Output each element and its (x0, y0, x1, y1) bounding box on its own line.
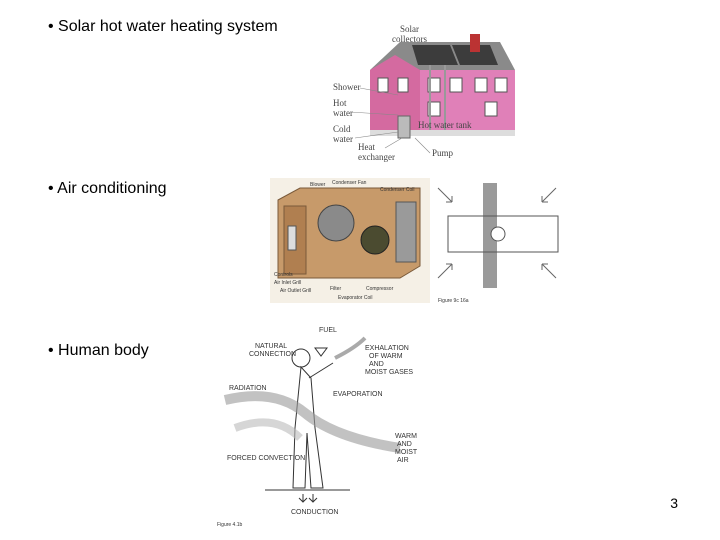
label-shower: Shower (333, 82, 361, 92)
label-condenser-fan: Condenser Fan (332, 180, 367, 186)
label-radiation: RADIATION (229, 385, 267, 392)
label-forced-convection: FORCED CONVECTION (227, 455, 305, 462)
bullet-human-body: • Human body (48, 342, 149, 359)
ac-schematic-figure: Figure 9c 16a (437, 183, 559, 304)
label-heat: Heat (358, 142, 375, 152)
page-number: 3 (670, 495, 678, 511)
human-body-figure: FUEL NATURAL CONNECTION EXHALATION OF WA… (217, 327, 418, 528)
label-hot-water: water (333, 108, 353, 118)
label-pump: Pump (432, 148, 454, 158)
arm (308, 362, 334, 379)
fuel-cup-icon (314, 347, 328, 357)
arrow-icon (541, 263, 557, 279)
compressor-symbol (490, 226, 506, 242)
label-air-outlet-grill: Air Outlet Grill (280, 288, 311, 294)
blower-fan (317, 204, 355, 242)
ac-unit-figure: Blower Condenser Fan Condenser Coil Cont… (270, 178, 430, 303)
arrow-icon (541, 187, 557, 203)
label-air: AIR (397, 457, 409, 464)
refrigerant-loop (447, 215, 559, 253)
label-hot-water-tank: Hot water tank (418, 120, 472, 130)
forced-convection-flow (223, 391, 401, 453)
ac-controls-panel (287, 225, 297, 251)
label-cold: Cold (333, 124, 351, 134)
label-moist-gases: MOIST GASES (365, 369, 413, 376)
solar-collector-panel-2 (452, 45, 498, 65)
label-air-inlet-grill: Air Inlet Grill (274, 280, 301, 286)
label-and: AND (369, 361, 384, 368)
solar-collector-panel (412, 45, 458, 65)
radiation-flow (233, 418, 303, 441)
label-evaporator-coil: Evaporator Coil (338, 295, 372, 301)
bullet-air-conditioning: • Air conditioning (48, 180, 167, 197)
label-exhalation: EXHALATION (365, 345, 409, 352)
wall-section (483, 183, 497, 288)
hot-water-tank (397, 115, 411, 139)
label-natural: NATURAL (255, 343, 287, 350)
label-heat-exchanger: exchanger (358, 152, 395, 162)
label-compressor: Compressor (366, 286, 394, 292)
exhalation-flow (334, 336, 367, 360)
label-of-warm: OF WARM (369, 353, 403, 360)
arrow-icon (437, 263, 453, 279)
chimney (470, 34, 480, 52)
solar-house-figure: Solar collectors Shower Hot water Cold w… (333, 24, 515, 162)
label-conduction: CONDUCTION (291, 509, 338, 516)
bullet-solar: • Solar hot water heating system (48, 18, 278, 35)
arrow-icon (437, 187, 453, 203)
body-outline (292, 365, 324, 489)
conduction-arrows-icon (298, 494, 318, 503)
label-blower: Blower (310, 182, 326, 188)
label-fuel: FUEL (319, 327, 337, 334)
body-figure-caption: Figure 4.1b (217, 522, 243, 528)
label-controls: Controls (274, 272, 293, 278)
label-warm: WARM (395, 433, 417, 440)
label-warm-and: AND (397, 441, 412, 448)
label-hot: Hot (333, 98, 347, 108)
ac-figure-caption: Figure 9c 16a (438, 298, 469, 304)
label-moist: MOIST (395, 449, 418, 456)
label-solar-collectors: Solar (400, 24, 419, 34)
label-condenser-coil: Condenser Coil (380, 187, 414, 193)
house-gable-wall (370, 55, 420, 130)
label-filter: Filter (330, 286, 341, 292)
label-collectors: collectors (392, 34, 427, 44)
label-connection: CONNECTION (249, 351, 296, 358)
condenser-coil (395, 201, 417, 263)
compressor (360, 225, 390, 255)
label-evaporation: EVAPORATION (333, 391, 383, 398)
label-cold-water: water (333, 134, 353, 144)
